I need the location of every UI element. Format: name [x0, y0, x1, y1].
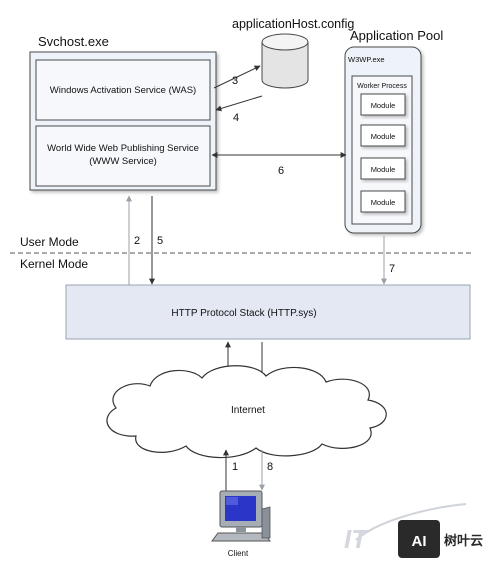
apphost-config-label: applicationHost.config — [232, 17, 354, 31]
arrow-label-3: 3 — [232, 75, 238, 87]
module-label: Module — [371, 198, 396, 207]
arrow-4 — [215, 95, 263, 112]
arrow-label-1: 1 — [232, 461, 238, 473]
module-box — [360, 157, 406, 180]
arrow-label-6: 6 — [278, 165, 284, 177]
user-mode-label: User Mode — [20, 235, 79, 249]
watermark-swoosh — [355, 503, 467, 541]
was-label: Windows Activation Service (WAS) — [50, 85, 196, 96]
arrow-label-7: 7 — [389, 263, 395, 275]
module-box — [360, 93, 406, 116]
module-box — [360, 190, 406, 213]
worker-process-label: Worker Process — [357, 83, 407, 90]
internet-label: Internet — [231, 405, 265, 416]
kernel-mode-label: Kernel Mode — [20, 257, 88, 271]
config-database-icon — [261, 33, 309, 89]
svchost-label: Svchost.exe — [38, 34, 109, 49]
app-pool-label: Application Pool — [350, 28, 443, 43]
watermark-logo-text: AI — [412, 533, 427, 550]
watermark-faint-text: IT — [344, 524, 369, 554]
arrow-label-8: 8 — [267, 461, 273, 473]
arrow-label-2: 2 — [134, 235, 140, 247]
w3wp-label: W3WP.exe — [348, 55, 385, 64]
www-service-box — [35, 125, 211, 187]
arrow-label-5: 5 — [157, 235, 163, 247]
www-service-label-line1: World Wide Web Publishing Service — [47, 143, 199, 154]
was-box — [35, 59, 211, 121]
watermark-brand-text: 树叶云 — [444, 533, 483, 548]
client-label: Client — [228, 549, 249, 558]
module-box — [360, 124, 406, 147]
arrow-label-4: 4 — [233, 112, 239, 124]
watermark: IT AI 树叶云 — [344, 503, 483, 558]
http-protocol-stack-label: HTTP Protocol Stack (HTTP.sys) — [171, 308, 316, 319]
module-label: Module — [371, 101, 396, 110]
module-label: Module — [371, 132, 396, 141]
www-service-label-line2: (WWW Service) — [89, 156, 157, 167]
module-label: Module — [371, 165, 396, 174]
watermark-logo-icon — [398, 520, 440, 558]
arrow-3 — [213, 65, 261, 89]
client-computer-icon — [211, 490, 271, 542]
http-protocol-stack-box — [65, 284, 471, 340]
internet-cloud — [106, 365, 387, 459]
